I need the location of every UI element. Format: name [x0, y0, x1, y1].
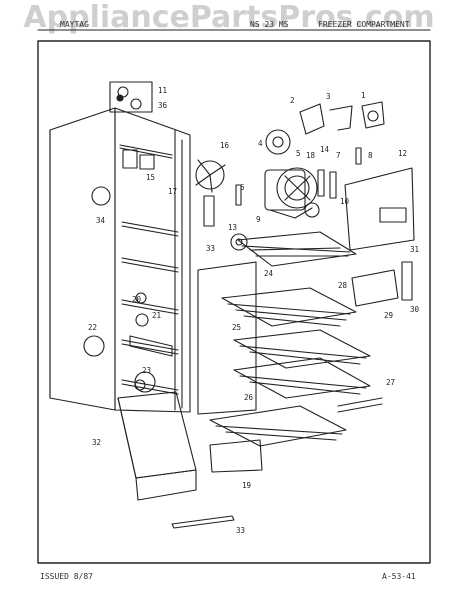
callout-25: 25 — [232, 323, 241, 332]
trim-strip — [171, 515, 235, 529]
callout-30: 30 — [410, 305, 420, 314]
evaporator-cover — [344, 167, 415, 251]
callout-26: 26 — [244, 393, 254, 402]
callout-34: 34 — [96, 216, 106, 225]
callout-22: 22 — [88, 323, 97, 332]
callout-13: 13 — [228, 223, 237, 232]
part-23 — [134, 371, 156, 393]
part-34 — [91, 186, 111, 206]
door-bins — [337, 261, 413, 413]
part-22 — [83, 335, 105, 357]
callout-33b: 33 — [206, 244, 215, 253]
callout-9: 9 — [256, 215, 261, 224]
watermark: AppliancePartsPros.com — [23, 0, 435, 35]
callout-18: 18 — [306, 151, 316, 160]
diagram-code: A-53-41 — [382, 572, 416, 581]
callout-23: 23 — [142, 366, 151, 375]
callout-3: 3 — [326, 92, 331, 101]
kick-plate — [209, 439, 263, 473]
fan-motor-assembly — [195, 129, 337, 251]
callout-15: 15 — [146, 173, 155, 182]
callout-14: 14 — [320, 145, 330, 154]
header-model: MAYTAG — [60, 20, 89, 29]
callout-21: 21 — [152, 311, 161, 320]
shelves — [209, 231, 371, 447]
callout-6: 6 — [240, 183, 245, 192]
callout-8: 8 — [368, 151, 373, 160]
brackets — [299, 101, 385, 165]
callout-33: 33 — [236, 526, 245, 535]
rear-panel — [197, 261, 257, 415]
callout-28: 28 — [338, 281, 348, 290]
header-section-title: FREEZER COMPARTMENT — [318, 20, 410, 29]
callout-4: 4 — [258, 139, 263, 148]
callout-10: 10 — [340, 197, 350, 206]
callout-27: 27 — [386, 378, 395, 387]
diagram-frame — [37, 40, 431, 564]
callout-36: 36 — [158, 101, 168, 110]
freezer-basket — [117, 391, 197, 501]
callout-16: 16 — [220, 141, 230, 150]
callout-1: 1 — [361, 91, 366, 100]
callout-19: 19 — [242, 481, 251, 490]
callout-17: 17 — [168, 187, 177, 196]
header-code: NS 23 MS — [250, 20, 289, 29]
callout-2: 2 — [290, 96, 295, 105]
callout-29: 29 — [384, 311, 393, 320]
issued-date: ISSUED 8/87 — [40, 572, 93, 581]
callout-7: 7 — [336, 151, 341, 160]
hardware-pack — [109, 81, 153, 113]
callout-5: 5 — [296, 149, 301, 158]
callout-11: 11 — [158, 86, 167, 95]
callout-20: 20 — [132, 295, 142, 304]
callout-31: 31 — [410, 245, 419, 254]
callout-12: 12 — [398, 149, 407, 158]
callout-32: 32 — [92, 438, 101, 447]
callout-24: 24 — [264, 269, 274, 278]
cabinet-liner — [49, 107, 191, 413]
